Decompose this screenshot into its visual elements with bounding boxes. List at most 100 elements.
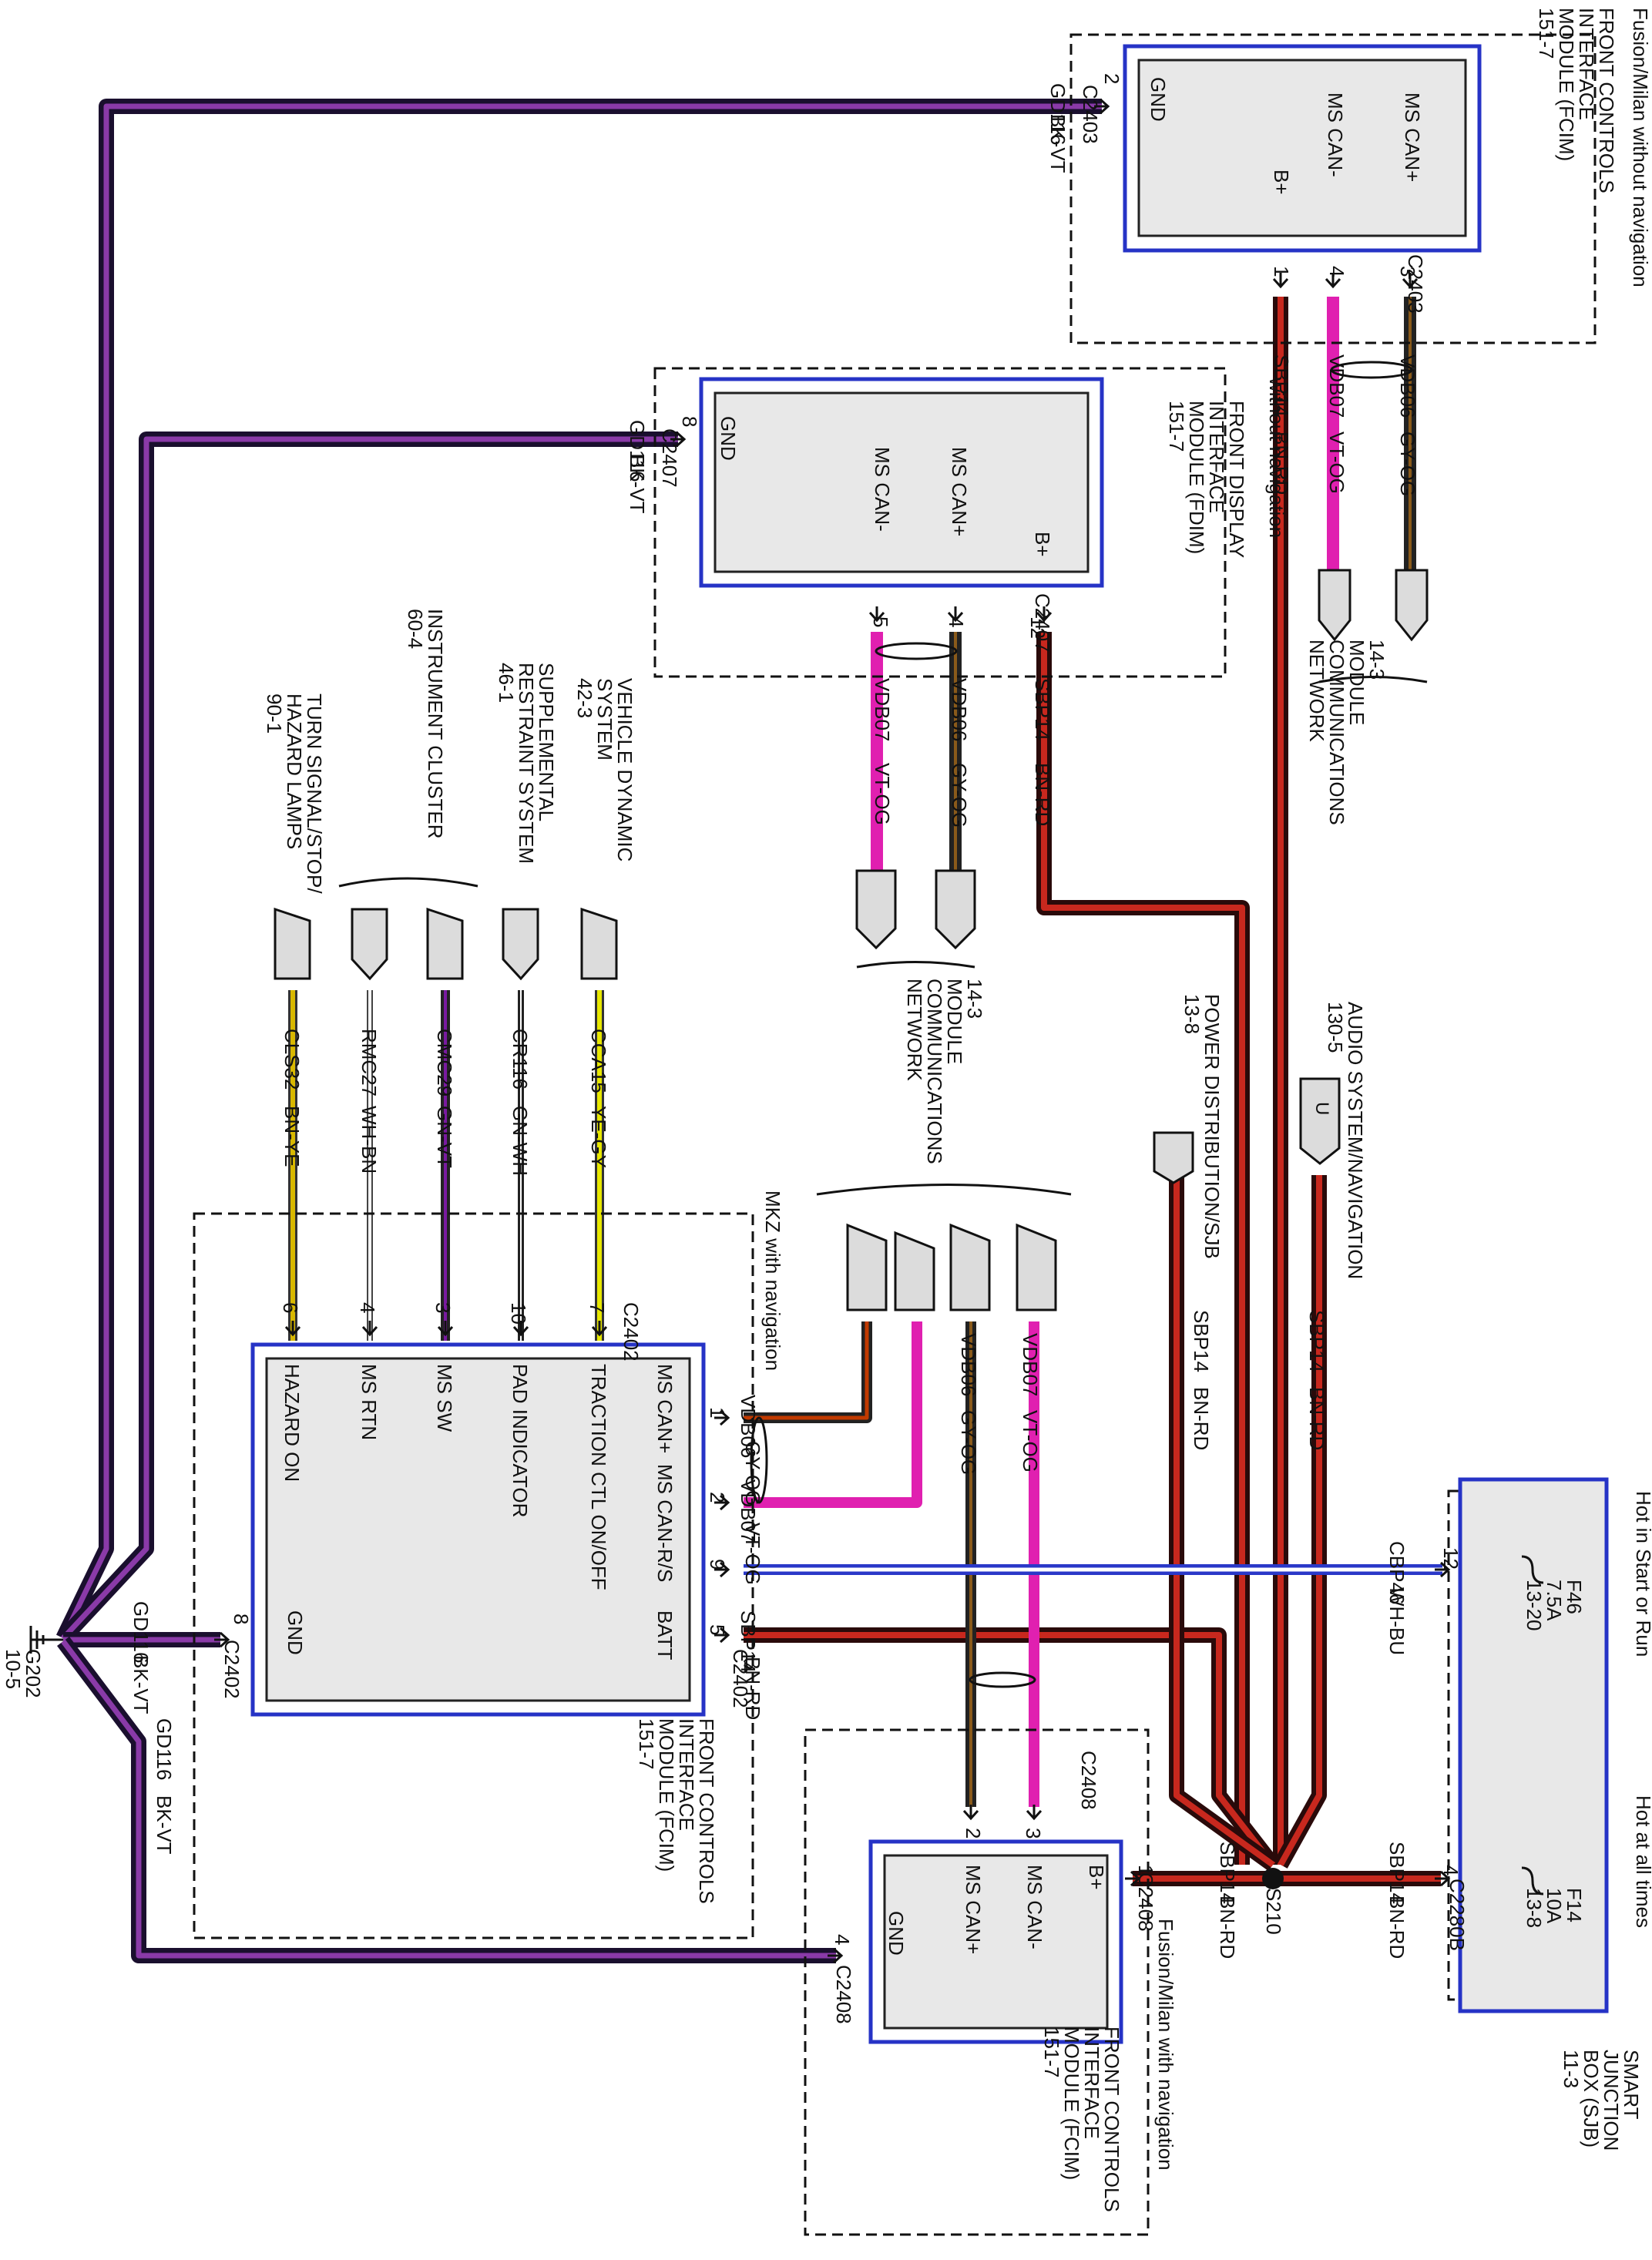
chevron-icon xyxy=(580,907,618,980)
enclosure-fcim-top xyxy=(1069,33,1597,344)
mkz-pin-side: MS SW xyxy=(433,1364,456,1432)
gnd-color: BK-VT xyxy=(1046,114,1069,173)
module-fcim-bottom xyxy=(868,1839,1123,2044)
enclosure-fcim-mkz xyxy=(193,1212,754,1939)
gnd-circuit: GD116 xyxy=(153,1718,176,1780)
sjb-feed-color: BN-RD xyxy=(1385,1896,1409,1959)
fcim-bottom-pin-canm: MS CAN- xyxy=(1023,1865,1046,1949)
side-wire-color: YE-GY xyxy=(587,1106,610,1168)
chevron-icon xyxy=(1153,1131,1194,1184)
chevron-icon xyxy=(502,908,539,981)
fcim-bottom-title-3: MODULE (FCIM) xyxy=(1060,2027,1083,2180)
enclosure-fdim xyxy=(653,367,1227,678)
fcim-top-network-3: COMMUNICATIONS xyxy=(1325,640,1348,825)
mkz-pin-num: 5 xyxy=(706,1624,729,1635)
fcim-top-wire-label: SBP14 xyxy=(1270,354,1293,417)
fdim-network-1: 14-3 xyxy=(963,979,986,1019)
sjb-title-2: JUNCTION xyxy=(1600,2050,1623,2151)
mkz-wire-label: SBP14 xyxy=(737,1610,760,1673)
fdim-wire-color: BN-RD xyxy=(1031,763,1054,826)
dashed-enclosures xyxy=(193,33,1597,2236)
audio-label-2: 130-5 xyxy=(1324,1002,1347,1053)
mkz-connector: C2402 xyxy=(620,1302,643,1362)
power-dist-wire-label: SBP14 xyxy=(1190,1310,1213,1372)
srs-label-3: 46-1 xyxy=(495,663,518,703)
fcim-bottom-pin-canp: MS CAN+ xyxy=(962,1865,985,1954)
network-braces xyxy=(338,676,1428,1196)
mkz-pin-side: TRACTION CTL ON/OFF xyxy=(587,1364,610,1590)
fcim-top-pin-gnd: GND xyxy=(1147,77,1170,122)
side-wire-label: RMC27 xyxy=(358,1029,381,1096)
fcim-top-network-1: 14-3 xyxy=(1365,640,1388,680)
side-pin-num: 7 xyxy=(586,1302,609,1313)
mkz-pin-bottom: R/S xyxy=(653,1549,677,1582)
mkz-pin-side: MS RTN xyxy=(358,1364,381,1440)
fdim-wire-color: GY-OG xyxy=(948,763,971,828)
mkz-connector-2: C2402 xyxy=(729,1649,752,1708)
fcim-bottom-connector-2: C2408 xyxy=(1134,1872,1157,1932)
fdim-network-4: NETWORK xyxy=(903,979,926,1082)
sjb-fuse-all-1: F14 xyxy=(1563,1888,1586,1923)
mkz-pin-bottom: MS CAN+ xyxy=(653,1364,677,1453)
sjb-pin: 4 xyxy=(1439,1865,1462,1875)
ground-id: G202 xyxy=(22,1649,45,1698)
fdim-pin-canp: MS CAN+ xyxy=(948,447,971,536)
fcim-top-title-2: INTERFACE xyxy=(1575,8,1598,120)
side-wire-color: WH-BN xyxy=(358,1106,381,1174)
mkz-wire-label: VDB07 xyxy=(737,1479,760,1543)
fdim-pin-bplus: B+ xyxy=(1031,532,1054,557)
module-fcim-top xyxy=(1123,44,1482,253)
side-pin-num: 10 xyxy=(507,1302,530,1325)
mkz-wire-color: VT-OG xyxy=(741,1523,764,1585)
chevron-icon xyxy=(351,908,388,981)
fdim-wire-label: SBP14 xyxy=(1031,678,1054,740)
vds-label-3: 42-3 xyxy=(573,678,596,718)
mid-wire-color: VT-OG xyxy=(1019,1410,1042,1473)
gnd-color: BK-VT xyxy=(626,455,649,514)
fcim-bottom-connector: C2408 xyxy=(1077,1751,1100,1810)
vds-label-1: VEHICLE DYNAMIC xyxy=(613,678,636,861)
turn-label-1: TURN SIGNAL/STOP/ xyxy=(303,693,326,894)
fcim-top-wire-color: VT-OG xyxy=(1325,432,1348,494)
harness-ends xyxy=(274,569,1429,1311)
mid-wire-color: GY-OG xyxy=(957,1410,980,1475)
rs-color: WH-BU xyxy=(1385,1587,1409,1655)
sjb-connector: C2280B xyxy=(1446,1879,1469,1951)
mkz-pin-side: HAZARD ON xyxy=(280,1364,304,1482)
sjb-hot-all: Hot at all times xyxy=(1632,1795,1652,1928)
audio-wire-label: SBP14 xyxy=(1305,1310,1328,1372)
fcim-top-pin-bplus: B+ xyxy=(1270,170,1293,195)
mkz-title-2: INTERFACE xyxy=(675,1718,698,1831)
mkz-pin-bottom: BATT xyxy=(653,1610,677,1661)
audio-glyph: U xyxy=(1311,1102,1332,1115)
sbp14-mkz xyxy=(744,1627,1279,1870)
mkz-gnd-connector: C2402 xyxy=(220,1640,243,1699)
mkz-wire-color: GY-OG xyxy=(741,1441,764,1506)
sjb-fuse-run-3: 13-20 xyxy=(1523,1580,1546,1631)
fdim-network-3: COMMUNICATIONS xyxy=(923,979,946,1164)
enclosure-fcim-bottom xyxy=(804,1728,1150,2236)
fdim-pin-num: 4 xyxy=(945,616,968,627)
fcim-bottom-feed-color: BN-RD xyxy=(1216,1896,1239,1959)
side-wire-label: CR116 xyxy=(509,1029,532,1090)
fcim-top-pin-canp: MS CAN+ xyxy=(1401,92,1424,182)
mkz-gnd-circuit: GD116 xyxy=(129,1601,153,1663)
chevron-icon xyxy=(949,1223,991,1311)
turn-label-3: 90-1 xyxy=(263,693,286,734)
fdim-variant: without navigation xyxy=(1265,377,1288,538)
gnd-connector: C2403 xyxy=(1079,85,1102,144)
twisted-pair-marks xyxy=(750,361,1413,1688)
fcim-top-wire-label: VDB06 xyxy=(1396,354,1419,418)
mkz-variant: MKZ with navigation xyxy=(761,1190,784,1371)
module-sjb xyxy=(1458,1477,1609,2013)
mkz-gnd-color: BK-VT xyxy=(129,1655,153,1714)
side-system-wires xyxy=(288,990,604,1341)
gnd-circuit: GD116 xyxy=(626,420,649,482)
gnd-connector: C2407 xyxy=(658,428,681,488)
s210-splice xyxy=(1262,1868,1284,1889)
mkz-pin-num: 9 xyxy=(706,1559,729,1570)
rotated-labels: Fusion/Milan without navigation FRONT CO… xyxy=(2,8,1652,2212)
fuse-icons xyxy=(1521,1555,1544,1896)
gnd-color: BK-VT xyxy=(153,1795,176,1855)
